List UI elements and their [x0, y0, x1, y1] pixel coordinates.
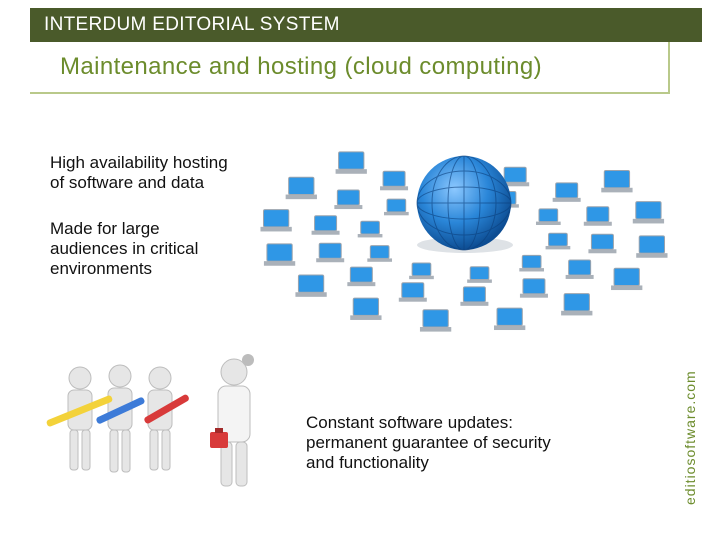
subtitle-box: Maintenance and hosting (cloud computing… — [30, 42, 670, 94]
laptop-icon — [350, 297, 382, 320]
laptop-icon — [335, 151, 367, 174]
maintenance-figures-icon — [46, 354, 254, 487]
audiences-text: Made for large audiences in critical env… — [50, 219, 199, 278]
laptop-icon — [334, 189, 363, 210]
laptop-icon — [494, 307, 526, 331]
hosting-text: High availability hosting of software an… — [50, 153, 228, 192]
laptop-icon — [347, 266, 376, 287]
laptop-icon — [295, 274, 327, 297]
laptop-icon — [588, 233, 617, 254]
laptop-icon — [611, 267, 643, 291]
page-subtitle: Maintenance and hosting (cloud computing… — [60, 53, 543, 80]
laptop-ring — [260, 151, 668, 332]
laptop-icon — [263, 243, 296, 266]
laptop-icon — [545, 232, 571, 250]
watermark-text: editiosoftware.com — [682, 370, 698, 505]
laptop-icon — [367, 245, 393, 262]
laptop-icon — [316, 242, 345, 263]
globe-network-icon — [260, 151, 668, 332]
updates-text: Constant software updates: permanent gua… — [306, 413, 551, 472]
laptop-icon — [561, 293, 593, 316]
laptop-icon — [357, 220, 383, 238]
laptop-icon — [285, 176, 317, 200]
laptop-icon — [311, 215, 340, 235]
laptop-icon — [501, 166, 530, 187]
laptop-icon — [419, 309, 452, 332]
laptop-icon — [632, 201, 665, 224]
laptop-icon — [583, 206, 612, 226]
header-bar: INTERDUM EDITORIAL SYSTEM — [30, 8, 702, 42]
laptop-icon — [535, 208, 561, 225]
laptop-icon — [552, 182, 581, 202]
laptop-icon — [460, 286, 489, 306]
laptop-icon — [260, 209, 292, 232]
laptop-icon — [519, 254, 544, 272]
laptop-icon — [398, 282, 427, 302]
laptop-icon — [467, 266, 492, 283]
brand-title: INTERDUM EDITORIAL SYSTEM — [44, 14, 340, 35]
globe — [416, 155, 513, 253]
laptop-icon — [601, 170, 633, 193]
laptop-icon — [636, 235, 668, 258]
laptop-icon — [409, 262, 434, 280]
laptop-icon — [519, 278, 548, 298]
laptop-icon — [384, 198, 409, 216]
laptop-icon — [380, 170, 409, 191]
laptop-icon — [565, 259, 594, 279]
